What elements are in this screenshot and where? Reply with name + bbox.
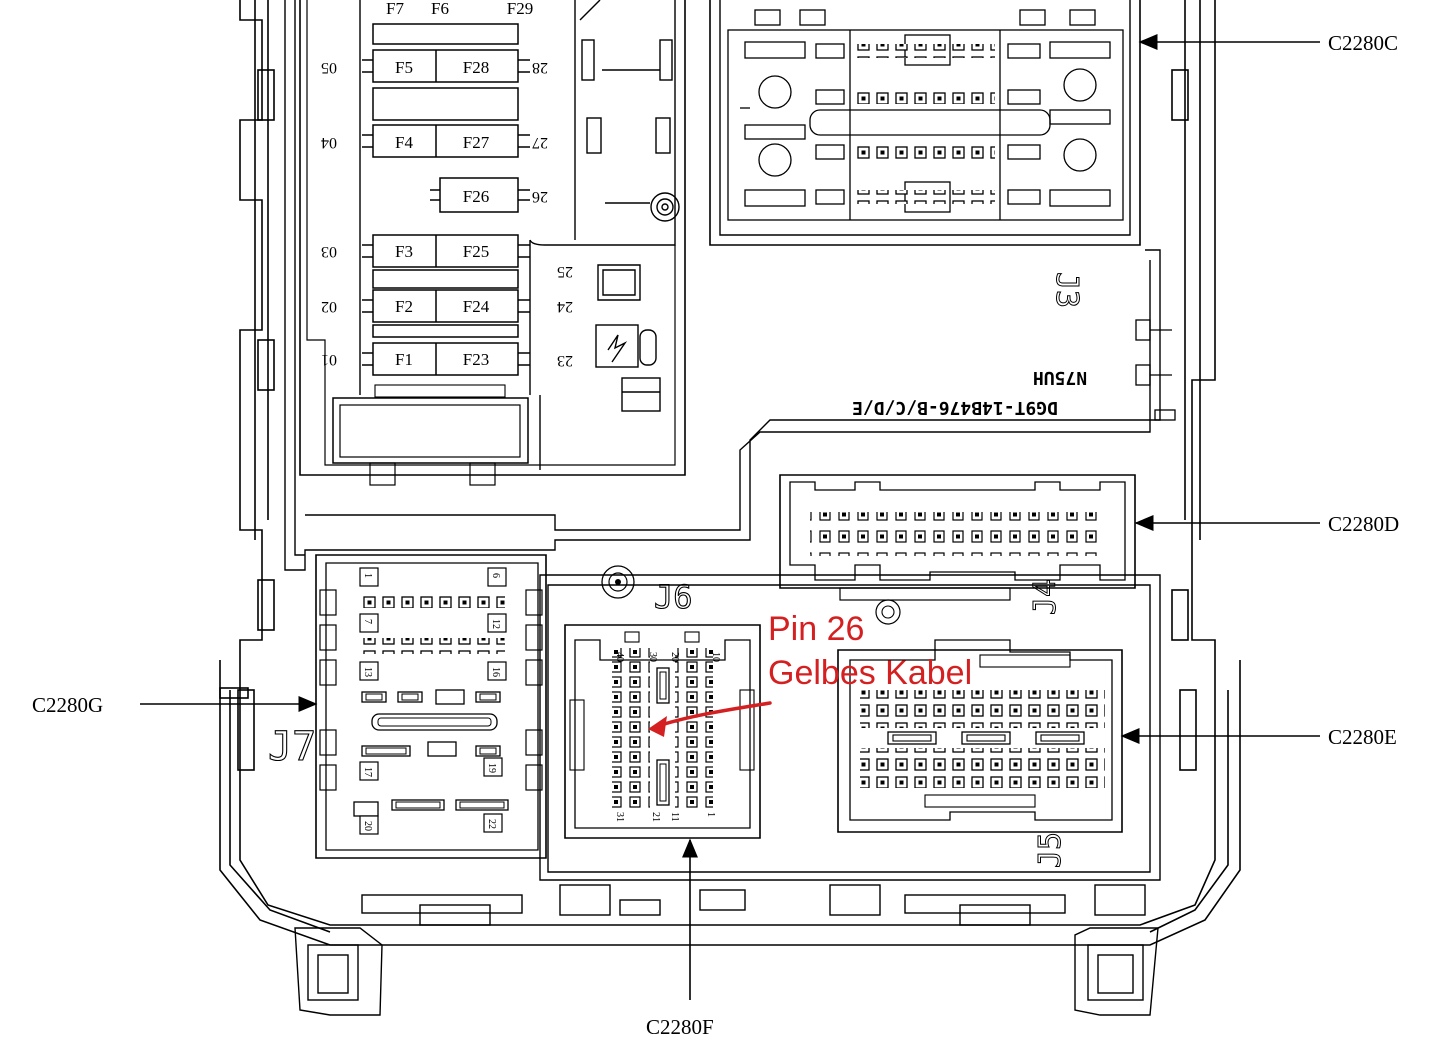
fuse-label-f28: F28 [463, 58, 489, 77]
slot-number: 02 [321, 298, 337, 315]
pin-number: 7 [362, 619, 373, 624]
fuse-label-f2: F2 [395, 297, 413, 316]
j3-mark: J3 [1049, 272, 1084, 308]
pin26-annotation: Pin 26 Gelbes Kabel [648, 610, 972, 737]
pin-number: 21 [650, 812, 661, 822]
fuse-label-f23: F23 [463, 350, 489, 369]
connector-c2280f: 40 30 20 10 31 21 11 1 [564, 565, 901, 839]
connector-c2280c [709, 0, 1141, 246]
j7-mark: J7 [268, 724, 316, 770]
slot-number: 23 [557, 352, 573, 369]
annotation-line-2: Gelbes Kabel [768, 654, 972, 692]
connector-c2280d [779, 474, 1136, 601]
label-c2280f: C2280F [646, 1015, 714, 1039]
pin-number: 40 [614, 652, 625, 662]
fuse-panel: F5 F28 F4 F27 F26 F3 F25 F2 F24 F1 F23 F… [299, 0, 685, 486]
fuse-label-f26: F26 [463, 187, 489, 206]
pin-number: 20 [362, 821, 373, 831]
bottom-feet [294, 884, 1159, 1016]
j5-mark: J5 [1033, 832, 1068, 868]
fuse-label-f5: F5 [395, 58, 413, 77]
fuse-label-f4: F4 [395, 133, 413, 152]
label-c2280e: C2280E [1328, 725, 1397, 749]
housing-outline [219, 0, 1241, 946]
slot-number: 26 [532, 188, 548, 205]
inner-outline [284, 0, 1161, 881]
callouts [140, 34, 1320, 1000]
fuse-label-f29: F29 [507, 0, 533, 18]
pin-number: 31 [614, 812, 625, 822]
slot-number: 27 [532, 134, 548, 151]
pin-number: 22 [486, 819, 497, 829]
annotation-line-1: Pin 26 [768, 610, 864, 648]
pin-number: 13 [362, 667, 373, 677]
label-c2280c: C2280C [1328, 31, 1398, 55]
annotation-arrow [653, 701, 772, 729]
fuse-label-f25: F25 [463, 242, 489, 261]
connector-c2280g: 1 6 7 12 13 16 17 19 20 22 [315, 554, 547, 859]
j4-mark: J4 [1028, 579, 1063, 615]
fuse-label-f7: F7 [386, 0, 404, 18]
pin-number: 19 [486, 763, 497, 773]
pin-number: 16 [490, 667, 501, 677]
pin-number: 20 [669, 652, 680, 662]
pin-number: 12 [490, 619, 501, 629]
slot-number: 05 [321, 59, 337, 76]
pin-number: 1 [705, 812, 716, 817]
slot-number: 04 [321, 134, 337, 151]
pin-number: 17 [362, 767, 373, 777]
fuse-label-f3: F3 [395, 242, 413, 261]
slot-number: 25 [557, 263, 573, 280]
pin-number: 30 [647, 652, 658, 662]
label-c2280d: C2280D [1328, 512, 1399, 536]
pin-number: 6 [490, 573, 501, 578]
fuse-label-f24: F24 [463, 297, 490, 316]
j6-mark: J6 [654, 578, 693, 616]
fuse-label-f27: F27 [463, 133, 490, 152]
right-clips [1135, 319, 1176, 421]
fuse-label-f1: F1 [395, 350, 413, 369]
connector-c2280e [837, 639, 1123, 833]
slot-number: 24 [557, 298, 573, 315]
code-mark: N75UH [1033, 367, 1087, 388]
pin-number: 10 [710, 652, 721, 662]
slot-number: 28 [532, 59, 548, 76]
housing-marks: J3 DG9T-14B476-B/C/D/E N75UH J4 J5 J6 J7 [267, 271, 1087, 868]
pin-number: 11 [669, 812, 680, 822]
label-c2280g: C2280G [32, 693, 103, 717]
annotation-arrowhead [648, 716, 667, 737]
pin-number: 1 [362, 573, 373, 578]
fuse-label-f6: F6 [431, 0, 449, 18]
slot-number: 01 [321, 351, 337, 368]
part-number-mark: DG9T-14B476-B/C/D/E [852, 397, 1058, 418]
slot-number: 03 [321, 243, 337, 260]
